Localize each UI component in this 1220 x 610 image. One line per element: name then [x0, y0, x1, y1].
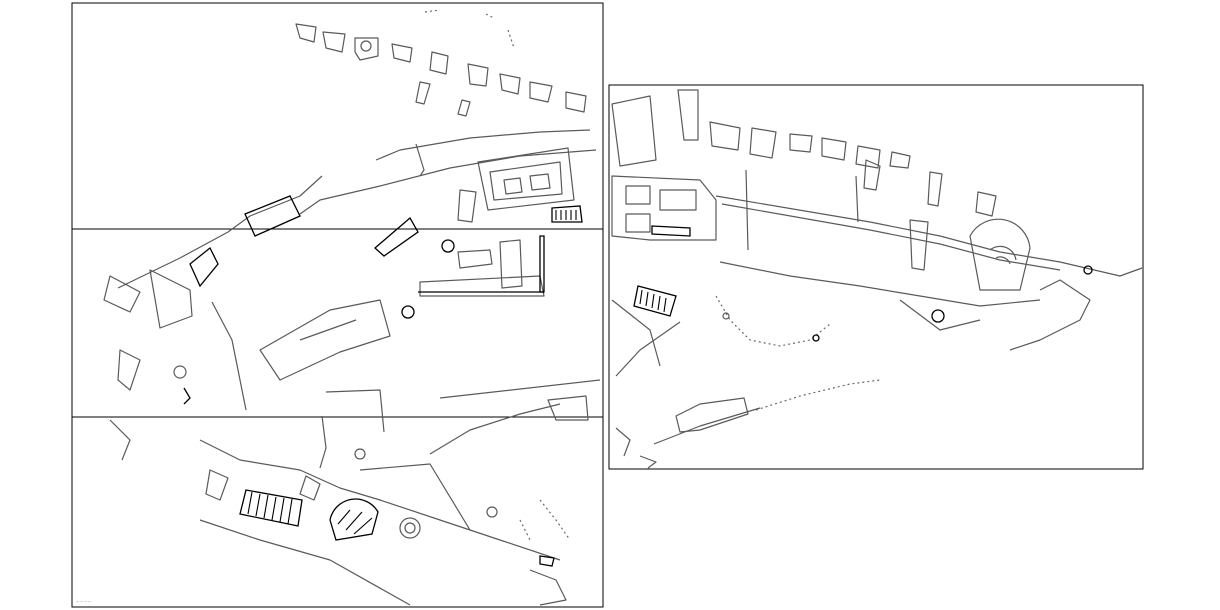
right-theatre-and-coast — [719, 218, 1093, 351]
right-harbour-and-mole — [611, 285, 881, 469]
middle-band-structures — [103, 235, 601, 433]
left-sheet-frame — [71, 2, 604, 608]
right-sheet-frame — [608, 84, 1144, 470]
northern-building-outlines — [295, 9, 587, 117]
right-top-buildings — [611, 89, 911, 169]
coastline-wall — [117, 129, 597, 289]
right-fortress-and-avenue — [611, 159, 1143, 277]
right-sheet — [608, 84, 1144, 470]
left-sheet — [71, 2, 604, 608]
lower-harbour-district — [109, 403, 571, 606]
footer-note: — — — — — [76, 599, 91, 603]
central-fortress — [457, 147, 583, 223]
